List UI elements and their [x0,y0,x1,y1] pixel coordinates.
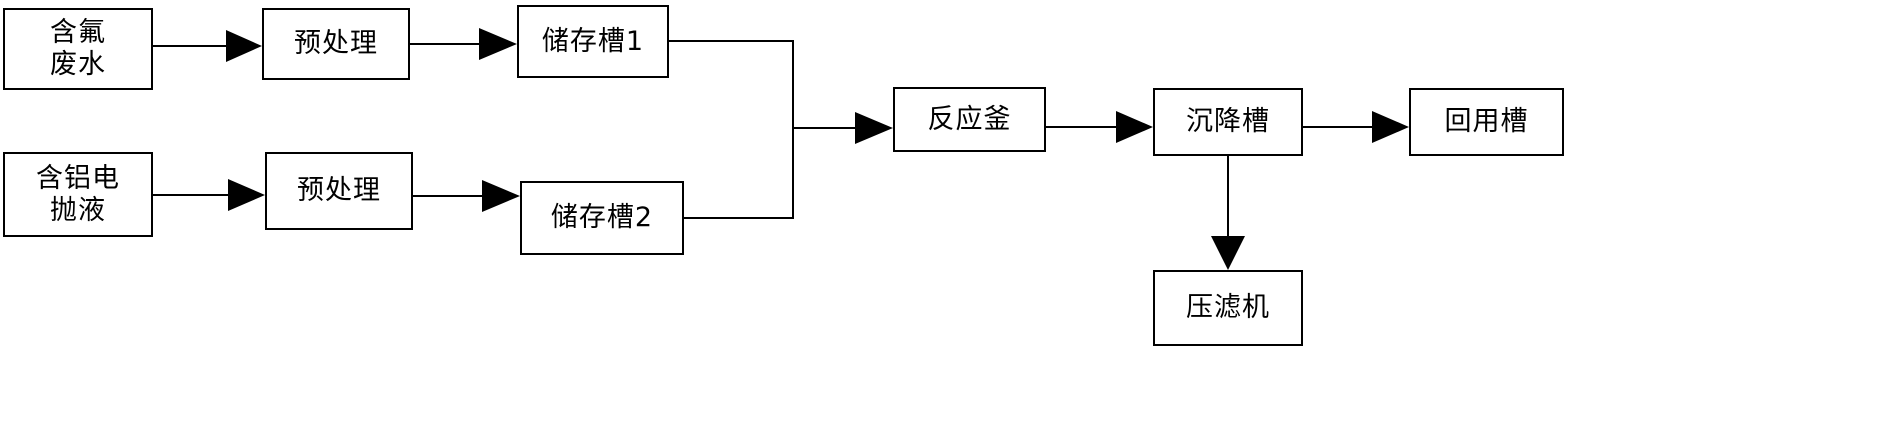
edge-settling-to-filter [1211,156,1245,270]
node-settling-tank[interactable]: 沉降槽 [1153,88,1303,156]
node-storage-tank-2[interactable]: 储存槽2 [520,181,684,255]
edge-storage1-to-reactor [669,40,794,128]
node-label: 含氟 废水 [50,17,106,80]
edge-fluoride-to-pretreat1 [153,30,262,62]
node-storage-tank-1[interactable]: 储存槽1 [517,5,669,78]
node-pretreat-1[interactable]: 预处理 [262,8,410,80]
edge-pretreat1-to-storage1 [410,28,517,60]
edge-pretreat2-to-storage2 [413,180,520,212]
node-reuse-tank[interactable]: 回用槽 [1409,88,1564,156]
node-label: 预处理 [297,175,381,207]
node-fluoride-wastewater[interactable]: 含氟 废水 [3,8,153,90]
node-filter-press[interactable]: 压滤机 [1153,270,1303,346]
node-label: 回用槽 [1444,106,1529,138]
node-label: 储存槽2 [550,202,654,234]
node-pretreat-2[interactable]: 预处理 [265,152,413,230]
edge-merge-to-reactor [793,112,893,144]
edge-settling-to-reuse [1303,111,1409,143]
node-label: 沉降槽 [1186,106,1270,138]
node-reactor[interactable]: 反应釜 [893,87,1046,152]
node-label: 含铝电 抛液 [36,162,120,226]
node-label: 反应釜 [927,103,1012,135]
node-aluminium-polish[interactable]: 含铝电 抛液 [3,152,153,237]
node-label: 储存槽1 [541,25,645,57]
node-label: 预处理 [294,28,378,60]
edge-storage2-to-reactor [684,128,794,219]
node-label: 压滤机 [1186,292,1270,324]
edge-reactor-to-settling [1046,111,1153,143]
edge-alpolish-to-pretreat2 [153,179,265,211]
